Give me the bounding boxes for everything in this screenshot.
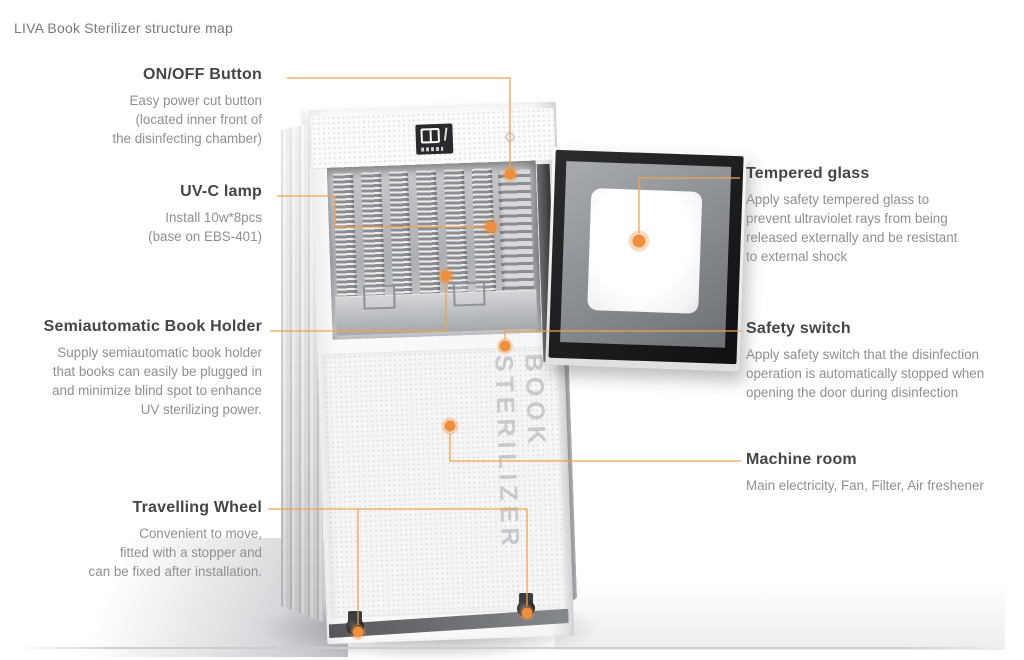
annotation-description: Convenient to move, fitted with a stoppe… xyxy=(88,526,262,580)
chamber-tray xyxy=(335,281,538,336)
annotation-description: Install 10w*8pcs (base on EBS-401) xyxy=(148,210,262,245)
machine-front: BOOK STERILIZER xyxy=(308,101,575,645)
annotation-title: Safety switch xyxy=(746,320,851,337)
uv-lamp-rack xyxy=(472,168,497,293)
annotation-description: Apply safety tempered glass to prevent u… xyxy=(746,192,958,265)
annotation-description: Main electricity, Fan, Filter, Air fresh… xyxy=(746,478,984,493)
uv-lamp-rack xyxy=(444,169,469,294)
brand-vertical-text: BOOK STERILIZER xyxy=(489,353,551,552)
annotation-travelling-wheel: Travelling Wheel Convenient to move, fit… xyxy=(0,499,262,581)
annotation-title: Machine room xyxy=(746,451,857,468)
uv-wand-icon xyxy=(443,127,448,141)
annotation-uvc-lamp: UV-C lamp Install 10w*8pcs (base on EBS-… xyxy=(0,183,262,246)
tempered-glass-window xyxy=(587,188,703,314)
annotation-title: Travelling Wheel xyxy=(132,499,262,516)
vent-louver xyxy=(497,168,535,290)
annotation-machine-room: Machine room Main electricity, Fan, Filt… xyxy=(746,451,1024,495)
annotation-safety-switch: Safety switch Apply safety switch that t… xyxy=(746,320,1024,402)
annotation-title: ON/OFF Button xyxy=(142,66,262,83)
book-holder-wire xyxy=(362,284,396,310)
uv-lamp-rack xyxy=(360,172,385,297)
door-frame xyxy=(548,149,744,365)
door xyxy=(545,146,747,372)
annotation-title: Semiautomatic Book Holder xyxy=(43,318,262,335)
page-title: LIVA Book Sterilizer structure map xyxy=(14,20,233,36)
display-indicator-lights xyxy=(421,146,444,152)
uv-lamp-rack xyxy=(416,170,441,295)
annotation-description: Supply semiautomatic book holder that bo… xyxy=(52,345,262,418)
floor-line xyxy=(18,647,998,649)
caster-wheel-left xyxy=(345,611,365,635)
annotation-title: Tempered glass xyxy=(746,165,870,182)
control-display xyxy=(415,123,454,155)
disinfecting-chamber xyxy=(326,160,542,340)
door-bezel xyxy=(560,161,732,348)
open-book-icon xyxy=(420,127,440,144)
annotation-description: Easy power cut button (located inner fro… xyxy=(112,93,262,147)
annotation-title: UV-C lamp xyxy=(180,183,262,200)
annotation-description: Apply safety switch that the disinfectio… xyxy=(746,347,985,401)
floor-shadow-right xyxy=(555,580,1005,650)
uv-lamp-rack xyxy=(388,171,413,296)
annotation-tempered-glass: Tempered glass Apply safety tempered gla… xyxy=(746,165,1021,266)
book-holder-wire xyxy=(452,281,486,307)
uv-lamp-racks xyxy=(332,168,497,298)
annotation-on-off-button: ON/OFF Button Easy power cut button (loc… xyxy=(0,66,262,148)
annotation-book-holder: Semiautomatic Book Holder Supply semiaut… xyxy=(0,318,262,419)
uv-lamp-rack xyxy=(332,172,358,298)
machine-room-panel: BOOK STERILIZER xyxy=(321,345,567,619)
caster-wheel-right xyxy=(516,593,536,617)
